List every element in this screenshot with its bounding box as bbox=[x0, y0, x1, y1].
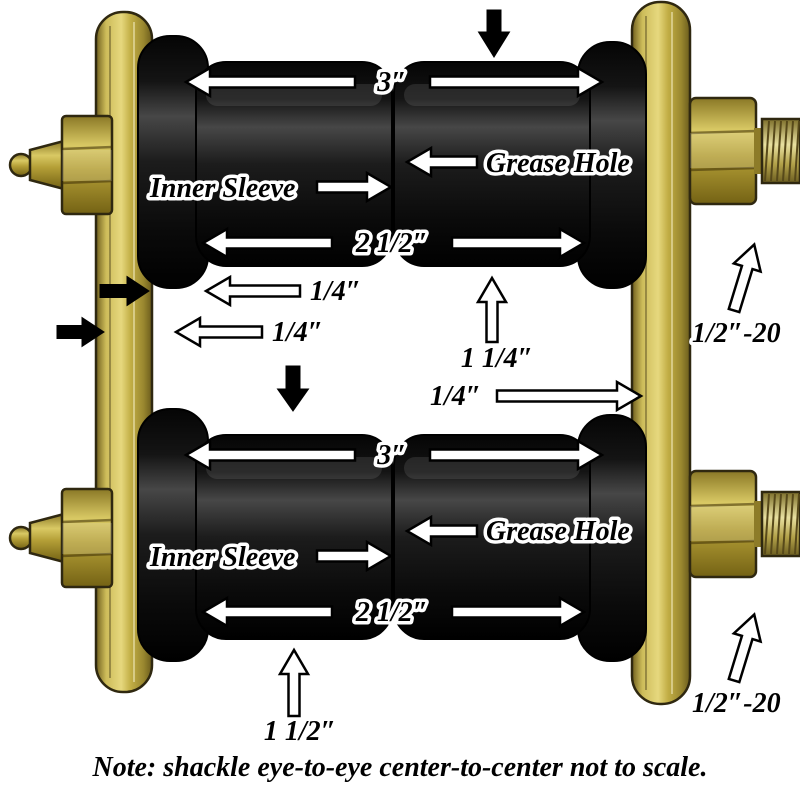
arrow-inner-sleeve-top bbox=[315, 170, 394, 204]
nut-facet-line bbox=[689, 129, 757, 135]
nut-facet-line bbox=[689, 502, 757, 508]
dim-arrow-quarter-plate bbox=[173, 315, 264, 349]
pointer-arrow-down-bottom-assembly bbox=[276, 365, 310, 412]
label-quarter-flange: 1/4″ bbox=[310, 276, 361, 307]
label-inner-sleeve-bottom: Inner Sleeve bbox=[149, 542, 295, 573]
dim-arrow-2half-bottom-right bbox=[450, 595, 587, 629]
dim-arrow-2half-bottom-left bbox=[200, 595, 334, 629]
arrow-thread-spec-top bbox=[727, 242, 763, 314]
label-3in-top: 3″ bbox=[376, 67, 406, 98]
zerk-facet-line bbox=[61, 518, 113, 524]
grease-fitting-bottom bbox=[8, 487, 114, 589]
bushing-body-left bbox=[195, 434, 393, 640]
nut-facet-line bbox=[689, 539, 757, 545]
bushing-assembly-top bbox=[137, 35, 647, 289]
zerk-facet-line bbox=[61, 179, 113, 185]
stud-and-nut-bottom bbox=[688, 469, 800, 579]
pointer-arrow-right-flange bbox=[99, 275, 150, 307]
pointer-arrow-right-plate bbox=[56, 316, 105, 348]
zerk-ball-tip bbox=[8, 525, 34, 551]
arrow-inner-sleeve-bottom bbox=[315, 539, 394, 573]
arrow-grease-hole-bottom bbox=[404, 514, 479, 548]
dim-arrow-3in-bottom-left bbox=[183, 438, 357, 472]
bushing-body-left bbox=[195, 61, 393, 267]
body-highlight bbox=[206, 457, 382, 479]
nut-facet-highlight bbox=[690, 133, 756, 168]
body-highlight bbox=[404, 84, 580, 106]
thread-ridges bbox=[764, 120, 800, 182]
stud-shoulder bbox=[754, 501, 764, 547]
zerk-nipple bbox=[28, 512, 66, 564]
label-3in-bottom: 3″ bbox=[376, 440, 406, 471]
label-thread-spec-top: 1/2″-20 bbox=[692, 318, 781, 349]
label-grease-hole-top: Grease Hole bbox=[486, 148, 630, 179]
zerk-facet-line bbox=[61, 145, 113, 151]
stud-and-nut-top bbox=[688, 96, 800, 206]
arrow-thread-spec-bottom bbox=[727, 612, 763, 684]
dim-arrow-quarter-gap bbox=[495, 379, 644, 413]
label-1half: 1 1/2″ bbox=[264, 716, 336, 747]
dim-arrow-2half-top-right bbox=[450, 226, 587, 260]
zerk-hex-body bbox=[60, 487, 114, 589]
body-highlight bbox=[206, 84, 382, 106]
label-thread-spec-bottom: 1/2″-20 bbox=[692, 688, 781, 719]
label-quarter-gap: 1/4″ bbox=[430, 381, 481, 412]
stud-shoulder bbox=[754, 128, 764, 174]
label-1quarter: 1 1/4″ bbox=[461, 343, 533, 374]
label-grease-hole-bottom: Grease Hole bbox=[486, 516, 630, 547]
zerk-ball-tip bbox=[8, 152, 34, 178]
nut-facet-highlight bbox=[690, 506, 756, 541]
zerk-facet-highlight bbox=[62, 523, 112, 554]
grease-fitting-top bbox=[8, 114, 114, 216]
zerk-facet-highlight bbox=[62, 150, 112, 181]
zerk-hex-body bbox=[60, 114, 114, 216]
label-inner-sleeve-top: Inner Sleeve bbox=[149, 173, 295, 204]
label-2half-bottom: 2 1/2″ bbox=[355, 597, 428, 628]
zerk-nipple bbox=[28, 139, 66, 191]
dim-arrow-2half-top-left bbox=[200, 226, 334, 260]
thread-ridges bbox=[764, 493, 800, 555]
label-2half-top: 2 1/2″ bbox=[355, 228, 428, 259]
label-quarter-plate: 1/4″ bbox=[272, 317, 323, 348]
dim-arrow-3in-top-right bbox=[428, 65, 605, 99]
note-text: Note: shackle eye-to-eye center-to-cente… bbox=[91, 752, 707, 783]
dim-arrow-quarter-flange bbox=[203, 274, 302, 308]
bushing-body-right bbox=[393, 434, 591, 640]
bushing-body-right bbox=[393, 61, 591, 267]
dim-arrow-1quarter-up bbox=[475, 275, 509, 344]
body-highlight bbox=[404, 457, 580, 479]
dim-arrow-3in-bottom-right bbox=[428, 438, 605, 472]
zerk-facet-line bbox=[61, 552, 113, 558]
dim-arrow-1half-up bbox=[277, 647, 311, 718]
arrow-grease-hole-top bbox=[404, 145, 479, 179]
dim-arrow-3in-top-left bbox=[183, 65, 357, 99]
pointer-arrow-down-top-assembly bbox=[477, 9, 511, 58]
nut-facet-line bbox=[689, 166, 757, 172]
bushing-assembly-bottom bbox=[137, 408, 647, 662]
